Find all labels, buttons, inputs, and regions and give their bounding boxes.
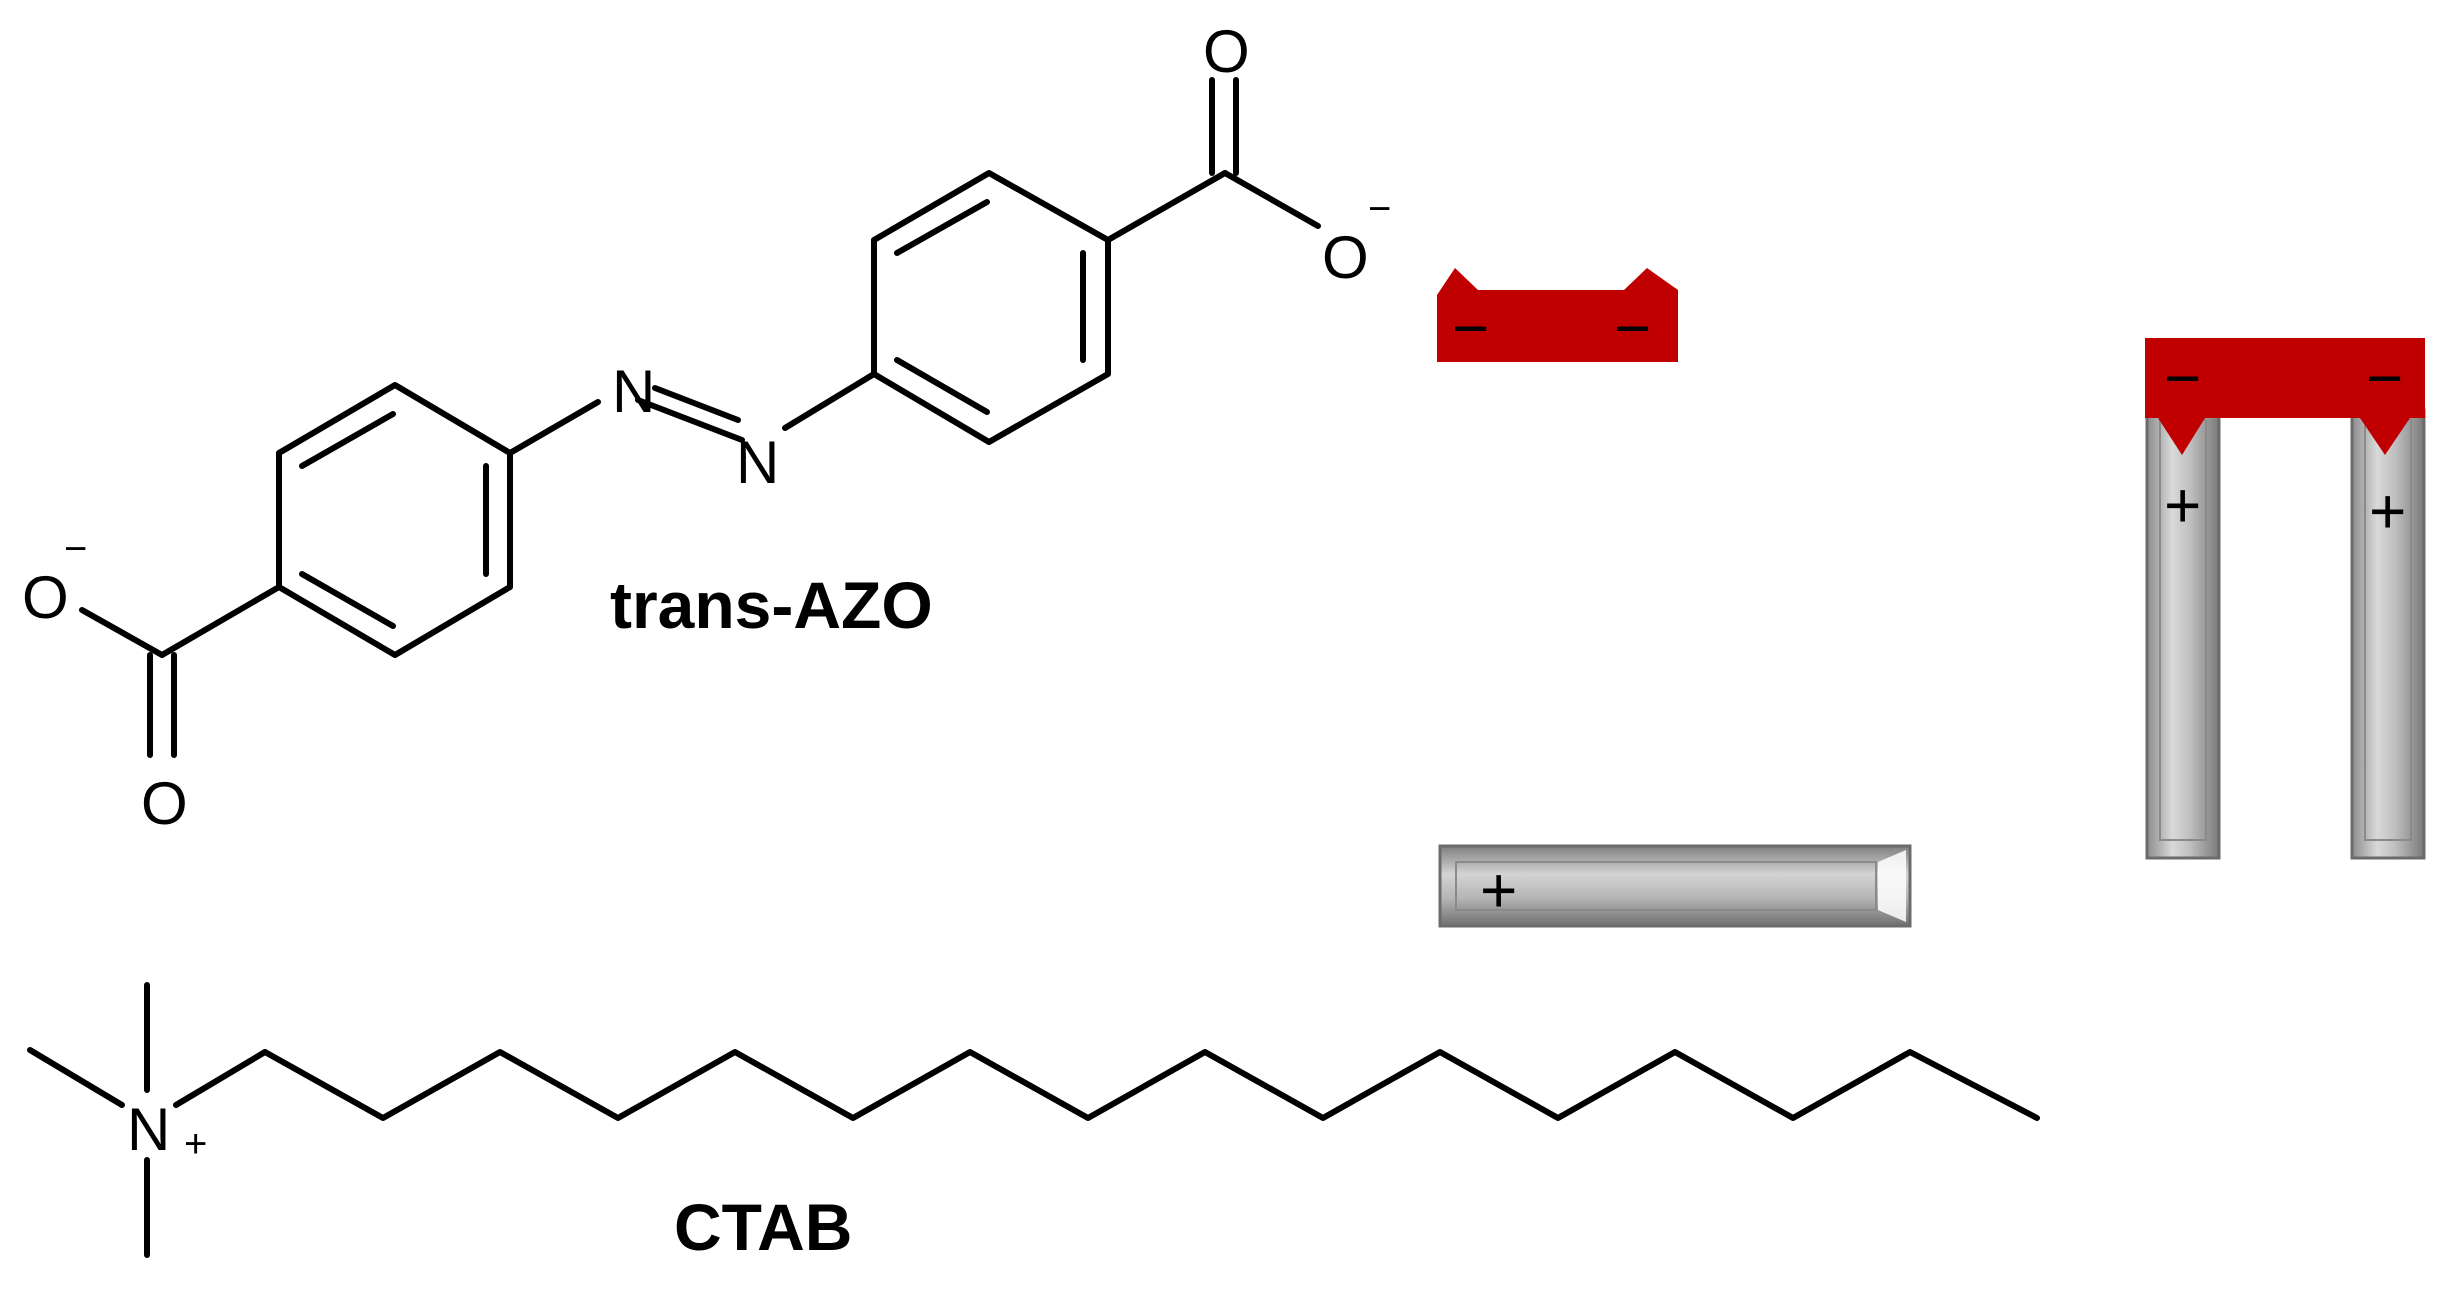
azo-right-benzene-ring xyxy=(871,170,1111,445)
azo-right-minus-sign: − xyxy=(1368,187,1391,231)
azo-left-minus-sign: − xyxy=(64,527,87,571)
trans-azo-structure: O O − N N O − O tran xyxy=(22,18,1391,837)
azo-ctab-complex-schematic: + + − − xyxy=(2145,338,2426,860)
ctab-compound-label: CTAB xyxy=(674,1190,852,1264)
ctab-plus-sign: + xyxy=(184,1122,207,1166)
azo-nitrogen-2: N xyxy=(736,429,779,496)
complex-left-rod: + xyxy=(2145,408,2221,860)
ctab-structure: N + CTAB xyxy=(27,982,2040,1264)
complex-right-rod-positive: + xyxy=(2369,475,2406,547)
azo-left-carbonyl-oxygen: O xyxy=(141,770,188,837)
ctab-schematic-rod: + xyxy=(1438,844,1912,928)
azo-block-negative-left: − xyxy=(1452,292,1489,364)
azo-linkage: N N xyxy=(507,358,877,496)
complex-block-negative-right: − xyxy=(2366,342,2403,414)
complex-azo-block: − − xyxy=(2145,338,2425,455)
complex-left-rod-positive: + xyxy=(2164,469,2201,541)
ctab-alkyl-chain xyxy=(262,1049,2040,1121)
complex-right-rod: + xyxy=(2350,408,2426,860)
complex-block-negative-left: − xyxy=(2164,342,2201,414)
azo-block-negative-right: − xyxy=(1614,292,1651,364)
azo-right-anionic-oxygen: O xyxy=(1322,224,1369,291)
ctab-nitrogen: N xyxy=(127,1096,170,1163)
azo-right-carboxylate: O O − xyxy=(1105,18,1391,291)
azo-compound-label: trans-AZO xyxy=(610,568,933,642)
azo-left-carboxylate: O − O xyxy=(22,527,282,837)
azo-left-benzene-ring xyxy=(276,382,513,658)
azo-nitrogen-1: N xyxy=(612,358,655,425)
azo-left-anionic-oxygen: O xyxy=(22,564,69,631)
azo-right-carbonyl-oxygen: O xyxy=(1203,18,1250,85)
azo-schematic-block: − − xyxy=(1437,268,1678,364)
ctab-rod-positive: + xyxy=(1480,854,1517,926)
